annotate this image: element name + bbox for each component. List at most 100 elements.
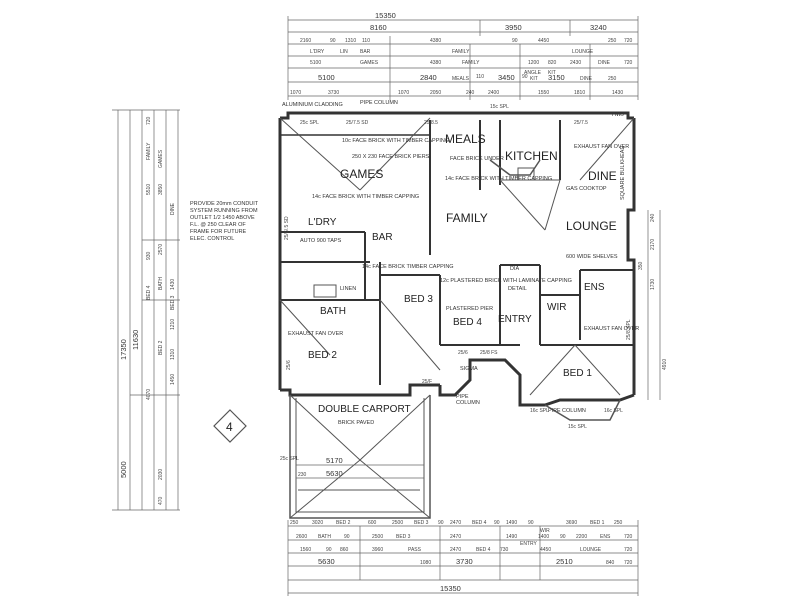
note-face-brick-bar: 14c FACE BRICK TIMBER CAPPING xyxy=(362,264,454,270)
dim-bot-row1-b: 3020 xyxy=(312,520,323,526)
dim-bot-row1-c: 600 xyxy=(368,520,377,526)
fall-k: 25/8 FS xyxy=(480,350,498,356)
fall-i: 25c SPL xyxy=(280,456,299,462)
dim-bot-row1-d: 2500 xyxy=(392,520,403,526)
dim-bot-row2-d: 2470 xyxy=(450,534,461,540)
room-bar: BAR xyxy=(372,232,393,243)
dim-side-l: 470 xyxy=(158,496,164,505)
dim-top-row2-lbl-bar: BAR xyxy=(360,49,371,55)
dim-bot-row1-lbl-bed4: BED 4 xyxy=(472,520,487,526)
room-labels: GAMES MEALS KITCHEN DINE FAMILY LOUNGE L… xyxy=(308,132,617,426)
dim-top-row2-lbl-lounge: LOUNGE xyxy=(572,49,594,55)
dim-bot-row1-k: 250 xyxy=(614,520,623,526)
dim-bot-row3-lbl-lounge: LOUNGE xyxy=(580,547,602,553)
dim-side-i: 1450 xyxy=(170,374,176,385)
dim-side-lbl-bath: BATH xyxy=(158,277,164,290)
dim-top-row3-e: 2430 xyxy=(570,60,581,66)
fall-l: 25/8 SPL xyxy=(626,319,632,340)
fall-o: 16c SPL xyxy=(604,408,623,414)
dim-side-d: 930 xyxy=(146,251,152,260)
dim-right-e: 1730 xyxy=(650,279,656,290)
room-kitchen: KITCHEN xyxy=(505,149,558,163)
dim-side-a: 720 xyxy=(146,116,152,125)
note-exhaust-bath: EXHAUST FAN OVER xyxy=(288,331,343,337)
dim-bot-row2-h: 2200 xyxy=(576,534,587,540)
dim-bot-row4-b: 1080 xyxy=(420,560,431,566)
dim-top-row5-d: 2050 xyxy=(430,90,441,96)
fall-b: 25/F xyxy=(422,379,432,385)
room-bath: BATH xyxy=(320,306,346,317)
room-meals: MEALS xyxy=(445,132,486,146)
dim-top-row2-lbl-ldry: L'DRY xyxy=(310,49,325,55)
note-sigma: SIGMA xyxy=(460,366,478,372)
dim-right-a: 240 xyxy=(650,213,656,222)
note-face-brick-mid: 14c FACE BRICK WITH TIMBER CAPPING xyxy=(312,194,419,200)
dim-bot-row2-lbl-bed3: BED 3 xyxy=(396,534,411,540)
right-dimension-band: 240 2170 4910 350 1730 xyxy=(638,210,668,400)
dim-top-row5-h: 1810 xyxy=(574,90,585,96)
dim-side-k: 2030 xyxy=(158,469,164,480)
dim-top-row4-f: 3150 xyxy=(548,73,565,82)
dim-top-row2-f: 90 xyxy=(512,38,518,44)
conduit-note-line-1: PROVIDE 20mm CONDUIT xyxy=(190,201,259,207)
dim-top-row2-b: 90 xyxy=(330,38,336,44)
dim-bot-row2-i: 720 xyxy=(624,534,633,540)
carport-dimensions: 5170 5630 230 xyxy=(296,456,424,479)
dim-side-j: 4070 xyxy=(146,389,152,400)
room-ldry: L'DRY xyxy=(308,217,337,228)
conduit-note-line-2: SYSTEM RUNNING FROM xyxy=(190,208,258,214)
room-dine: DINE xyxy=(588,169,617,183)
dim-overall-bottom: 15350 xyxy=(440,584,461,593)
room-family: FAMILY xyxy=(446,211,488,225)
note-exhaust-kitchen: EXHAUST FAN OVER xyxy=(574,144,629,150)
dim-top-row2-c: 1310 xyxy=(345,38,356,44)
dim-bot-row3-lbl-bed4: BED 4 xyxy=(476,547,491,553)
dim-bot-row1-lbl-wir: WIR xyxy=(540,528,550,534)
dim-bot-row1-j: 3690 xyxy=(566,520,577,526)
dim-bot-row4-a: 5630 xyxy=(318,557,335,566)
dim-top-row3-lbl-family: FAMILY xyxy=(462,60,480,66)
note-column: COLUMN xyxy=(456,400,480,406)
dim-bot-row2-a: 2600 xyxy=(296,534,307,540)
dim-carport-c: 230 xyxy=(298,472,307,478)
note-detail: DETAIL xyxy=(508,286,527,292)
dim-top-row5-f: 2400 xyxy=(488,90,499,96)
fall-c: 25/6/.5 SD xyxy=(284,216,290,240)
dim-side-lower: 5000 xyxy=(119,461,128,478)
dim-bot-row3-e: 2470 xyxy=(450,547,461,553)
dim-side-g: 1210 xyxy=(170,319,176,330)
dim-side-lbl-bed4: BED 4 xyxy=(146,285,152,300)
building-walls xyxy=(278,111,636,519)
note-shelves: 600 WIDE SHELVES xyxy=(566,254,618,260)
fall-notes: 25/6 25/F 25/6/.5 SD 25c SPL 25/7.5 SD 2… xyxy=(280,104,632,462)
fall-h: 25/7.5 xyxy=(574,120,588,126)
dim-bot-row2-lbl-entry: ENTRY xyxy=(520,541,538,547)
dim-top-row3-c: 1200 xyxy=(528,60,539,66)
dim-bot-row1-h: 1490 xyxy=(506,520,517,526)
dim-bot-row3-d: 3960 xyxy=(372,547,383,553)
dim-bot-row1-lbl-bed2: BED 2 xyxy=(336,520,351,526)
fall-d: 25c SPL xyxy=(300,120,319,126)
dim-top-row3-f: 720 xyxy=(624,60,633,66)
dim-top-row1-c: 3240 xyxy=(590,23,607,32)
room-ens: ENS xyxy=(584,282,605,293)
dim-top-row4-d: 3450 xyxy=(498,73,515,82)
fall-m: 16c SPL xyxy=(530,408,549,414)
fall-g: 15c SPL xyxy=(490,104,509,110)
dim-bot-row4-f: 720 xyxy=(624,560,633,566)
conduit-note-line-5: FRAME FOR FUTURE xyxy=(190,229,247,235)
dim-bot-row1-lbl-bed3: BED 3 xyxy=(414,520,429,526)
dim-right-c: 4910 xyxy=(662,359,668,370)
dim-bot-row3-f: 730 xyxy=(500,547,509,553)
dim-top-row1-a: 8160 xyxy=(370,23,387,32)
room-entry: ENTRY xyxy=(498,314,532,325)
room-bed3: BED 3 xyxy=(404,294,433,305)
dim-bot-row1-g: 90 xyxy=(494,520,500,526)
dim-top-row4-g: 250 xyxy=(608,76,617,82)
dim-bot-row2-lbl-ens: ENS xyxy=(600,534,611,540)
dim-top-row3-lbl-kit: KIT xyxy=(548,70,556,76)
dim-bot-row2-lbl-bath: BATH xyxy=(318,534,331,540)
dim-bot-row4-e: 840 xyxy=(606,560,615,566)
room-lounge: LOUNGE xyxy=(566,219,617,233)
